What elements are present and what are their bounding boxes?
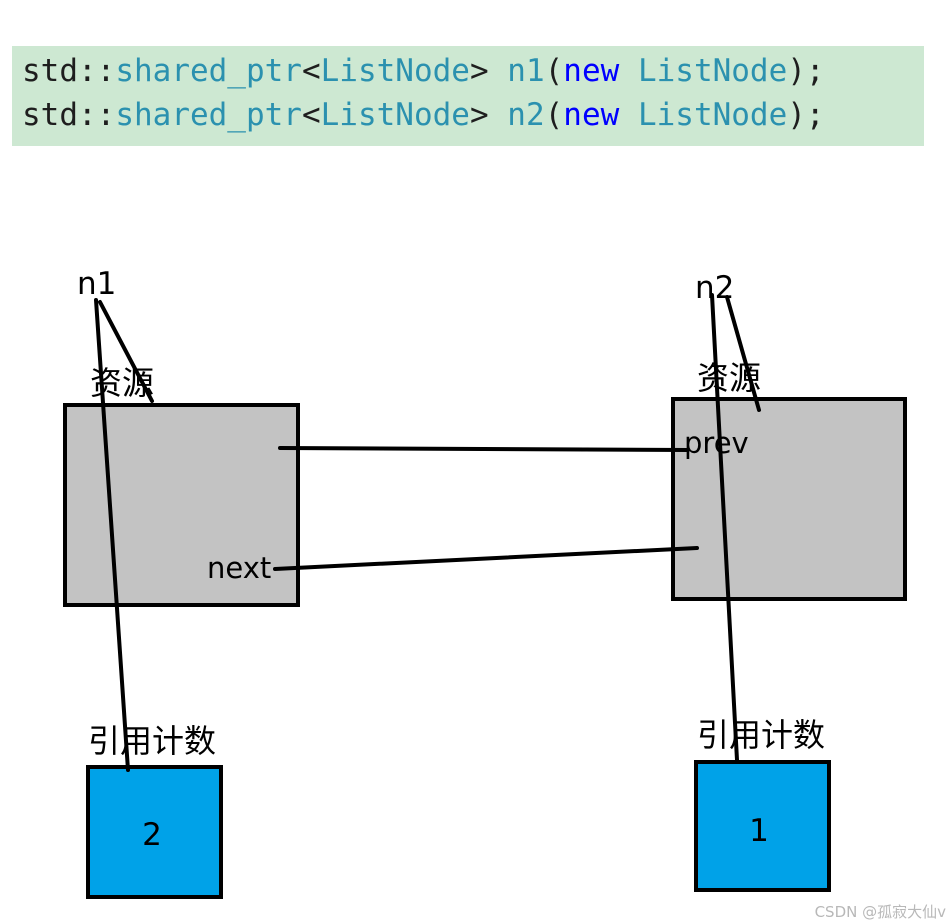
right-refcount-box [694, 760, 831, 892]
right-refcount-label: 引用计数 [697, 716, 825, 754]
code-token: n2 [507, 97, 545, 133]
left-refcount-box [86, 765, 223, 899]
code-token: ListNode [320, 97, 470, 133]
left-resource-label: 资源 [90, 364, 154, 402]
right-refcount-value: 1 [749, 813, 769, 849]
n1-resource-line [98, 300, 154, 403]
code-token: shared_ptr [115, 97, 302, 133]
code-token: new [563, 97, 620, 133]
code-token: ); [787, 97, 825, 133]
left-refcount-label: 引用计数 [88, 722, 216, 760]
n1-label: n1 [77, 266, 116, 302]
code-token: < [301, 53, 321, 89]
code-token: ( [544, 53, 564, 89]
n2-label: n2 [695, 270, 734, 306]
right-resource-label: 资源 [697, 359, 761, 397]
code-token: ListNode [637, 53, 788, 89]
code-line-2: std::shared_ptr<ListNode> n2(new ListNod… [22, 93, 924, 137]
right-resource-box [671, 397, 907, 601]
code-token: > [469, 97, 508, 133]
prev-field-label: prev [684, 426, 749, 460]
code-token: new [563, 53, 620, 89]
n1-refcount-line [94, 298, 130, 772]
code-token: shared_ptr [115, 53, 302, 89]
code-token: n1 [507, 53, 545, 89]
code-token: ( [544, 97, 564, 133]
code-token: std:: [22, 97, 116, 133]
code-token: ListNode [637, 97, 788, 133]
code-snippet: std::shared_ptr<ListNode> n1(new ListNod… [12, 46, 924, 146]
n2-resource-line [725, 295, 761, 412]
watermark: CSDN @孤寂大仙v [814, 903, 946, 921]
code-token: ); [787, 53, 825, 89]
code-token: > [469, 53, 508, 89]
code-line-1: std::shared_ptr<ListNode> n1(new ListNod… [22, 49, 924, 93]
n2-refcount-line [710, 293, 739, 762]
code-token: ListNode [320, 53, 470, 89]
next-to-prev-link [278, 446, 690, 452]
code-token: std:: [22, 53, 116, 89]
next-pointer-link [273, 546, 699, 571]
code-token: < [301, 97, 321, 133]
next-field-label: next [207, 551, 271, 585]
left-refcount-value: 2 [142, 817, 162, 853]
